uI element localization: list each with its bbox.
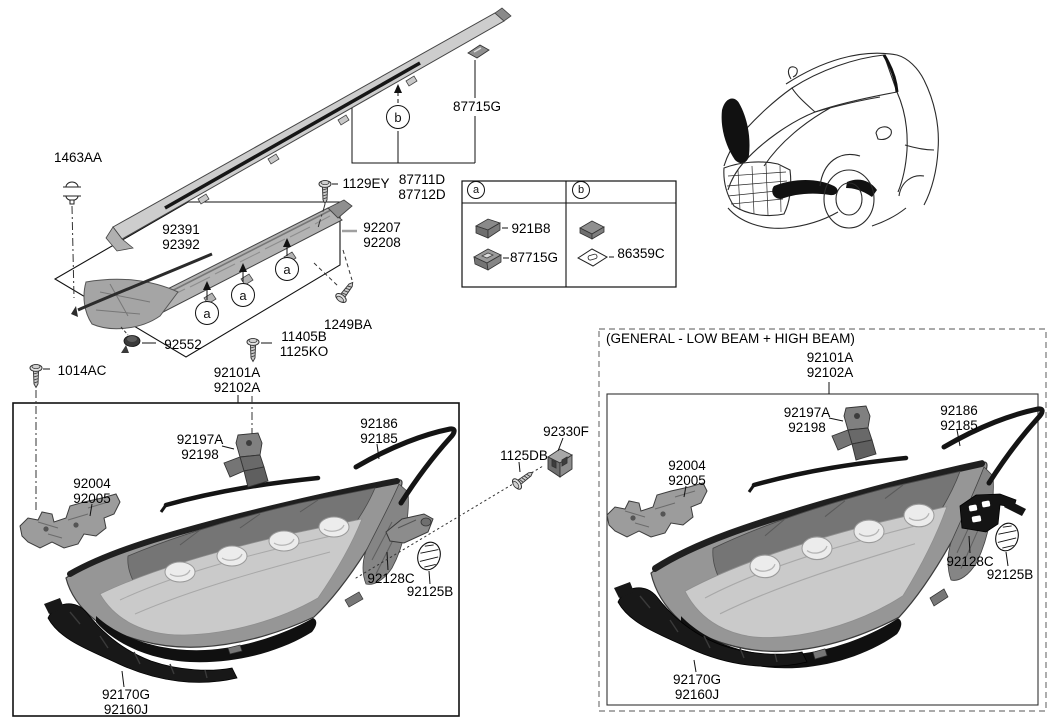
bracket-92197A-right-drawing — [831, 405, 877, 461]
callout-a-arrows — [203, 238, 291, 300]
leaders-right-box — [683, 382, 1009, 673]
screw-1129EY — [318, 180, 332, 204]
bracket-92197A-left-drawing — [223, 432, 269, 488]
cowl-side-trim-drawing — [71, 252, 213, 330]
screw-1125DB — [510, 466, 537, 492]
legend-pad-86359C-icon — [577, 220, 614, 267]
connector-92330F-drawing — [547, 437, 573, 478]
clip-92552-drawing — [120, 326, 156, 353]
bracket-92004-right-drawing — [606, 482, 708, 538]
general-dashed-box — [598, 328, 1047, 712]
part-92128C-right-drawing — [959, 493, 1026, 533]
leader-1463AA — [71, 205, 75, 299]
leader-roof-molding — [351, 60, 476, 164]
roof-molding-clip-drawing — [467, 44, 490, 59]
part-92125B-left-drawing — [417, 541, 441, 571]
leader-1129EY — [317, 203, 326, 229]
roof-molding-drawing — [105, 7, 512, 252]
legend-clip-87715G-icon — [473, 248, 509, 271]
dotted-line-left — [355, 465, 544, 579]
clip-1463AA-drawing — [63, 181, 81, 205]
car-illustration — [721, 52, 939, 229]
general-box-title: (GENERAL - LOW BEAM + HIGH BEAM) — [606, 331, 855, 346]
bolt-1249BA — [333, 278, 359, 305]
molding-outline-box — [53, 201, 341, 358]
trim-strip-right-drawing — [749, 409, 1042, 492]
screw-1014AC — [29, 364, 43, 388]
leader-1249BA — [313, 249, 353, 288]
part-92128C-left-drawing — [385, 513, 434, 544]
screw-11405B — [246, 338, 260, 362]
legend-clip-921B8-icon — [475, 218, 508, 239]
callout-b-arrow — [394, 84, 402, 103]
leader-92101A-left — [237, 395, 253, 440]
part-92125B-right-drawing — [995, 522, 1019, 552]
bracket-92004-left-drawing — [19, 493, 121, 549]
left-assembly-box — [12, 402, 460, 717]
leaders-left-box — [89, 443, 431, 688]
legend-table — [461, 180, 677, 288]
